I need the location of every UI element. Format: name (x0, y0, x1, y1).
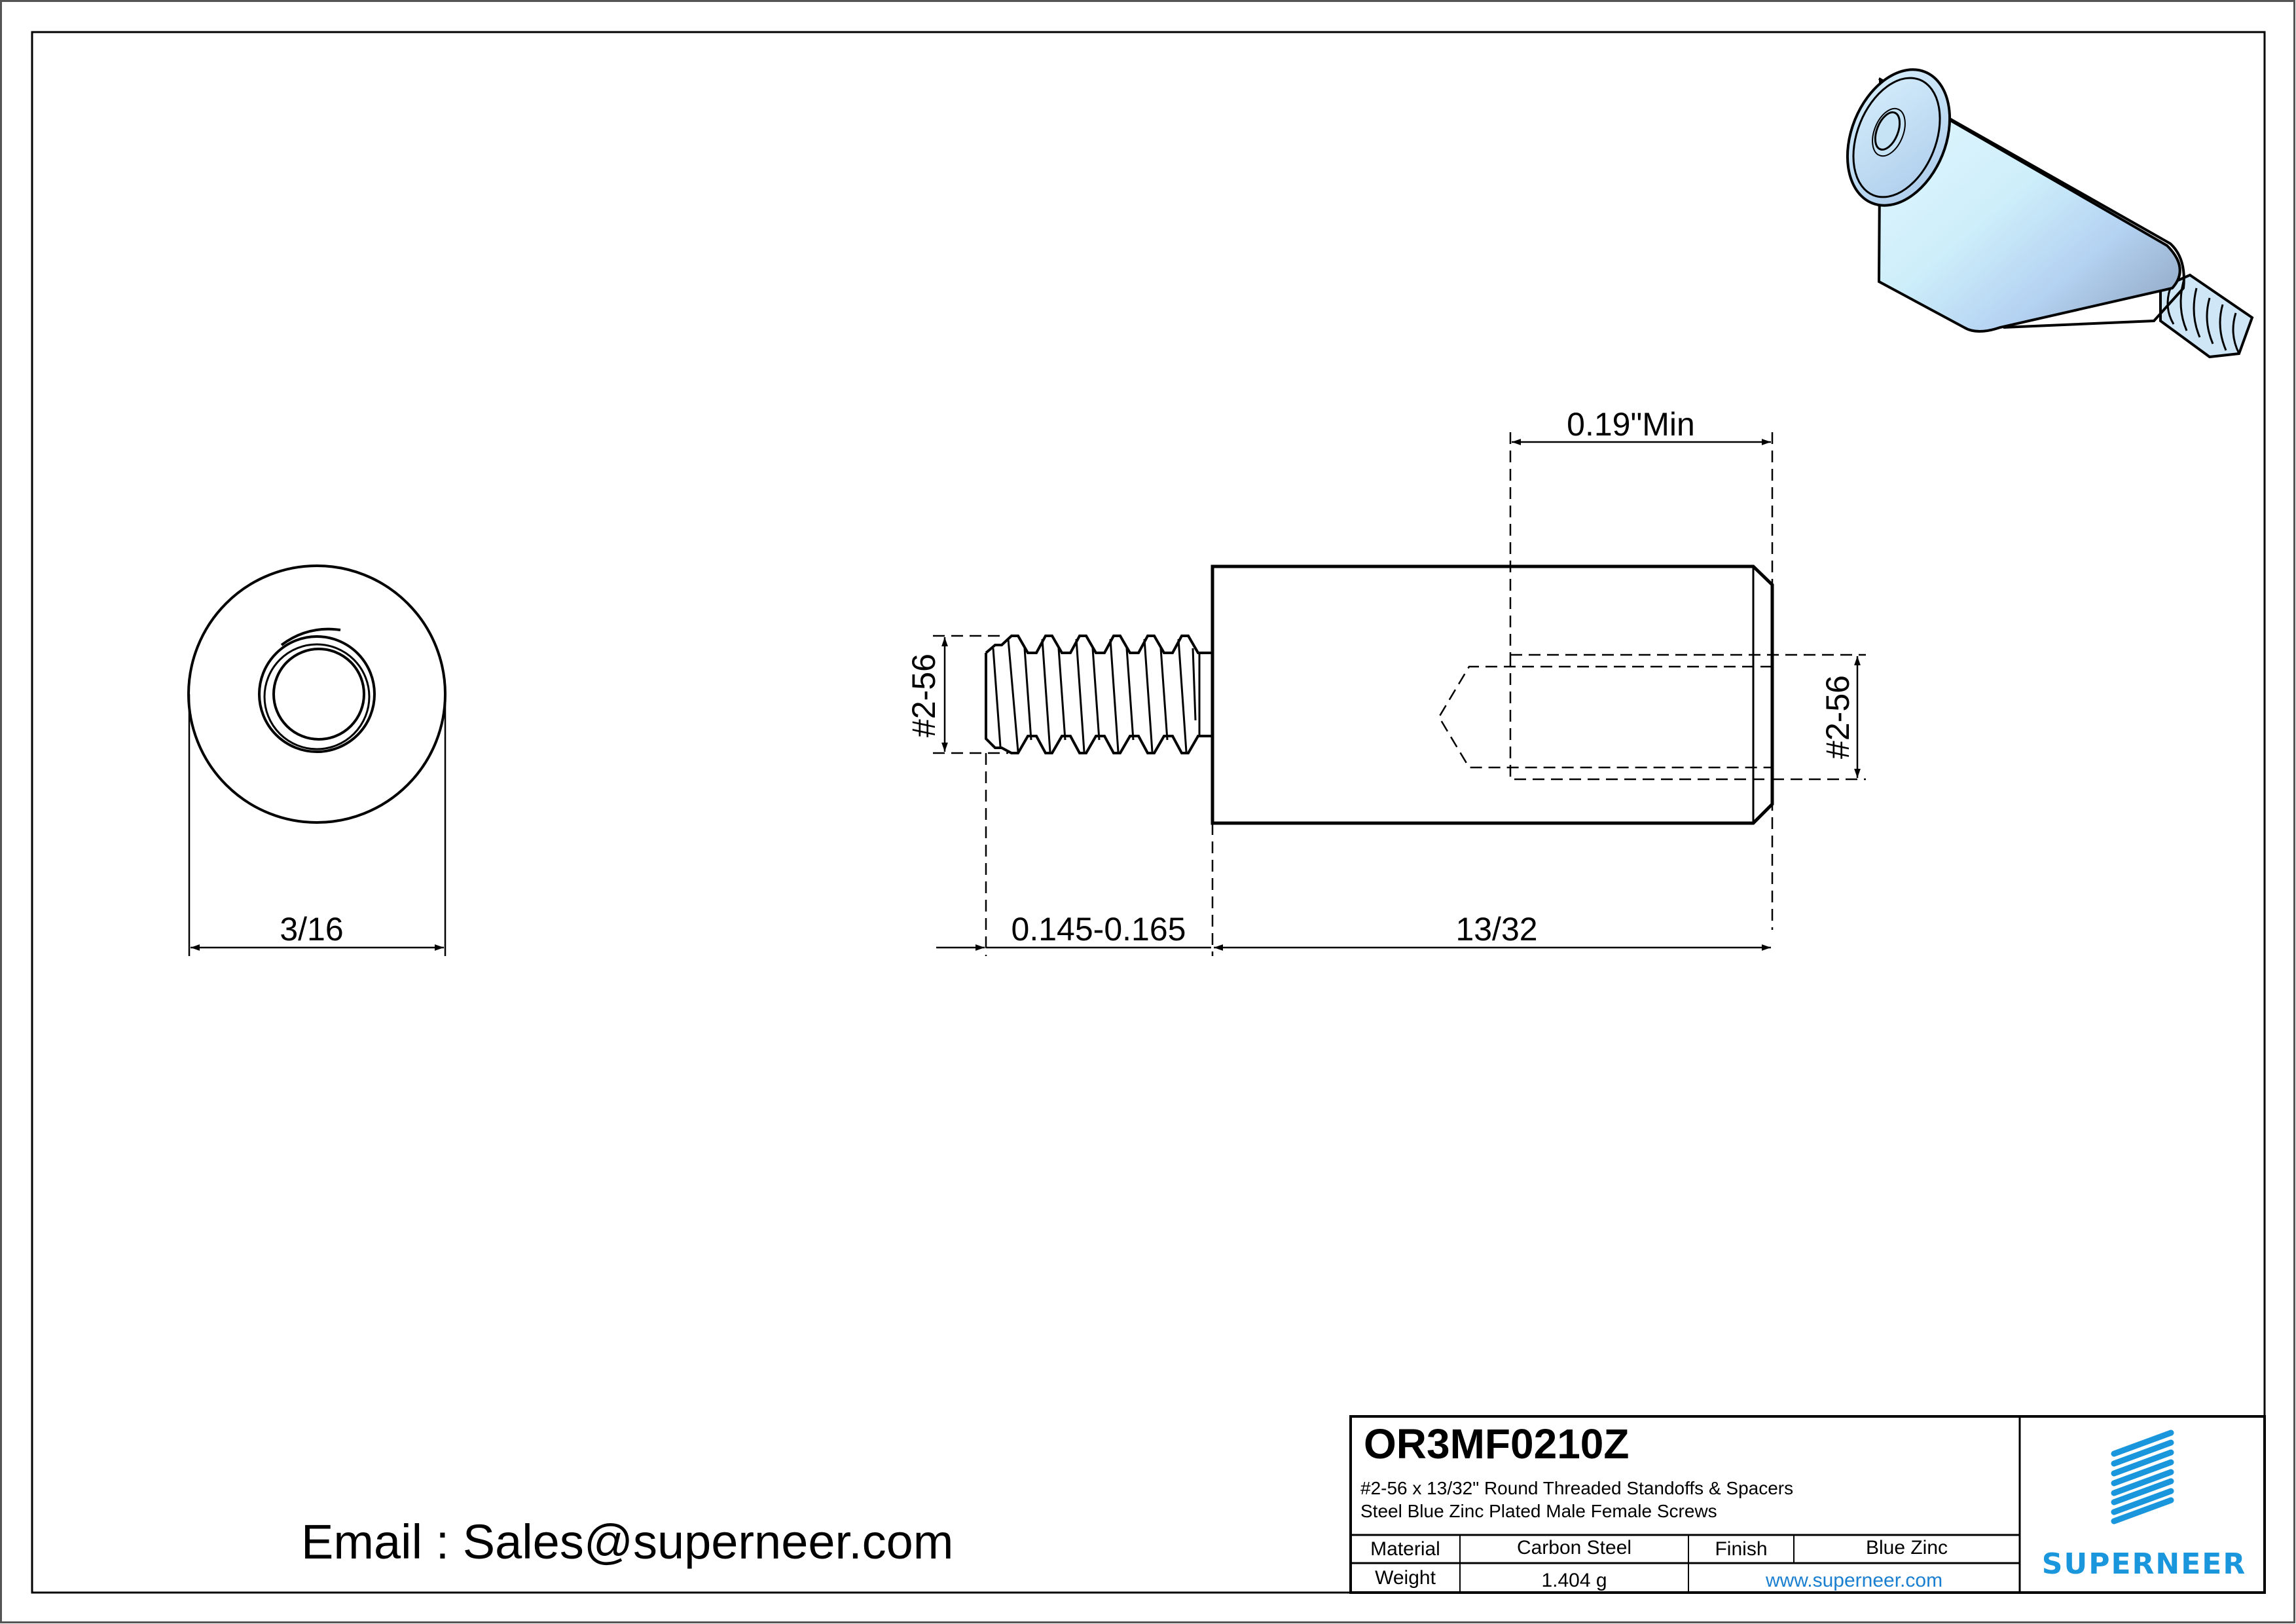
title-block (1349, 1415, 2266, 1594)
description-line-1: #2-56 x 13/32" Round Threaded Standoffs … (1360, 1478, 1794, 1498)
diagonal-stripes-logo-icon (2111, 1430, 2174, 1524)
male-thread-size-label: #2-56 (905, 654, 942, 737)
end-diameter-label: 3/16 (280, 911, 343, 948)
side-profile-view (933, 432, 1866, 956)
brand-name: SUPERNEER (2041, 1547, 2247, 1581)
thread-depth-label: 0.19"Min (1567, 406, 1695, 443)
finish-label: Finish (1715, 1538, 1768, 1560)
inner-border (31, 31, 2266, 1594)
front-end-circle-view (187, 564, 446, 956)
website-link[interactable]: www.superneer.com (1765, 1570, 1943, 1591)
part-number: OR3MF0210Z (1364, 1420, 1630, 1467)
finish-value: Blue Zinc (1865, 1537, 1948, 1559)
male-length-label: 0.145-0.165 (1011, 911, 1186, 948)
body-length-label: 13/32 (1455, 911, 1537, 948)
isometric-render-view (1846, 68, 2254, 359)
female-thread-size-label: #2-56 (1819, 675, 1856, 759)
material-label: Material (1370, 1538, 1440, 1560)
material-value: Carbon Steel (1516, 1537, 1632, 1559)
description-line-2: Steel Blue Zinc Plated Male Female Screw… (1360, 1501, 1717, 1521)
weight-value: 1.404 g (1541, 1570, 1607, 1591)
weight-label: Weight (1375, 1567, 1436, 1589)
contact-email[interactable]: Email : Sales@superneer.com (301, 1515, 954, 1569)
